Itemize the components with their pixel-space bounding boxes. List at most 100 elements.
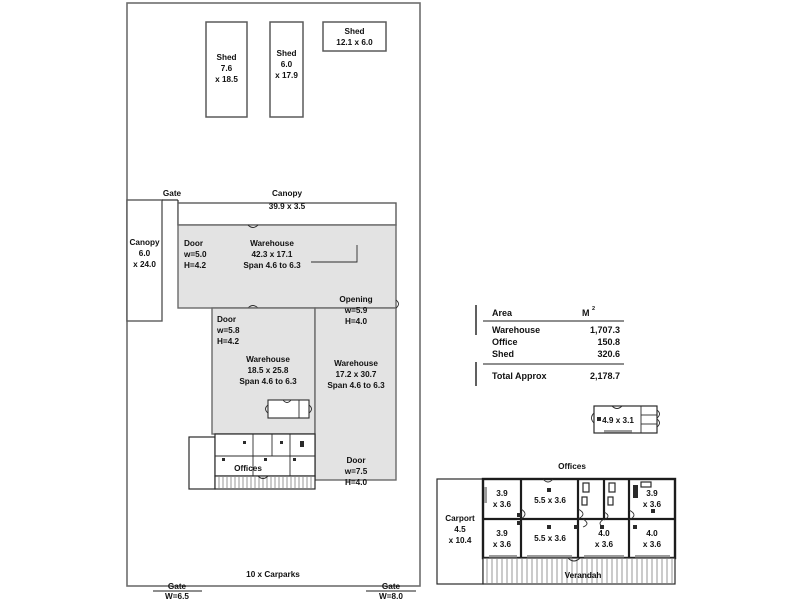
carport-name: Carport — [445, 514, 475, 523]
carport-line2: x 10.4 — [449, 536, 472, 545]
window-left — [484, 487, 487, 503]
door-2-width: w=5.8 — [216, 326, 240, 335]
office-room-b3-line1: 4.0 — [646, 529, 658, 538]
shed-1-name: Shed — [216, 53, 236, 62]
opening-marker — [395, 299, 399, 309]
canopy-left-line2: x 24.0 — [133, 260, 156, 269]
shed-1-outline — [205, 21, 248, 118]
gate-left-label: Gate — [168, 582, 187, 591]
door-1-name: Door — [184, 239, 204, 248]
door-marker-bottom-left — [247, 305, 259, 309]
door-marker-top — [247, 224, 259, 228]
warehouse-3-outline — [314, 307, 397, 481]
office-room-t1-line1: 5.5 x 3.6 — [534, 496, 566, 505]
area-table: Area M 2 Warehouse 1,707.3 Office 150.8 … — [475, 305, 624, 386]
detail-fixture-4 — [547, 525, 551, 529]
offices-fixture-4 — [222, 458, 225, 461]
office-room-b1-line1: 5.5 x 3.6 — [534, 534, 566, 543]
carport-outline — [436, 478, 484, 585]
offices-fixture-1 — [243, 441, 246, 444]
bathroom-basin-1 — [581, 496, 588, 506]
area-table-header-unit: M — [582, 308, 590, 318]
door-3-height: H=4.0 — [345, 478, 368, 487]
door-2-name: Door — [217, 315, 237, 324]
area-row-0-value: 1,707.3 — [590, 325, 620, 335]
bathroom-fixture-1 — [582, 482, 590, 493]
bathroom-basin-2 — [607, 496, 614, 506]
bathroom-fixture-2 — [608, 482, 616, 493]
window-bot-1 — [489, 555, 517, 558]
warehouse-2-name: Warehouse — [246, 355, 290, 364]
door-3-name: Door — [346, 456, 366, 465]
detail-fixture-1 — [547, 488, 551, 492]
warehouse-1-span: Span 4.6 to 6.3 — [243, 261, 301, 270]
small-room-fixture — [597, 417, 601, 421]
opening-name: Opening — [339, 295, 372, 304]
area-table-header-label: Area — [492, 308, 513, 318]
inner-room-door-left — [265, 404, 269, 414]
area-row-2-label: Shed — [492, 349, 514, 359]
office-detail-plan: Offices Carport 4.5 x 10.4 3.9 x 3.6 5.5… — [436, 462, 677, 585]
gate-right-label: Gate — [382, 582, 401, 591]
warehouse-2-inner-room — [267, 399, 310, 419]
warehouse-1-outline — [177, 224, 397, 309]
detail-fixture-6 — [574, 525, 578, 529]
warehouse-2-dims: 18.5 x 25.8 — [248, 366, 289, 375]
shed-3-name: Shed — [344, 27, 364, 36]
canopy-top-line1: 39.9 x 3.5 — [269, 202, 306, 211]
offices-fixture-5 — [264, 458, 267, 461]
gate-right-width: W=8.0 — [379, 592, 403, 600]
office-door-arc-2 — [577, 508, 584, 520]
shed-2-name: Shed — [276, 49, 296, 58]
canopy-left-line1: 6.0 — [139, 249, 151, 258]
shed-3-outline — [322, 21, 387, 52]
verandah-label: Verandah — [565, 571, 602, 580]
offices-verandah-hatch — [218, 477, 312, 488]
offices-verandah — [214, 475, 316, 490]
opening-height: H=4.0 — [345, 317, 368, 326]
warehouse-3-span: Span 4.6 to 6.3 — [327, 381, 385, 390]
office-door-arc-3 — [603, 511, 609, 521]
window-bot-3 — [584, 555, 624, 558]
verandah-hatch — [486, 559, 673, 583]
door-1-width: w=5.0 — [183, 250, 207, 259]
shed-3-line1: 12.1 x 6.0 — [336, 38, 373, 47]
office-room-t2-line2: x 3.6 — [643, 500, 662, 509]
area-table-header-unit-sup: 2 — [592, 306, 595, 312]
detail-fixture-3 — [517, 521, 521, 525]
carport-line1: 4.5 — [454, 525, 466, 534]
offices-fixture-2 — [280, 441, 283, 444]
area-row-0-label: Warehouse — [492, 325, 540, 335]
verandah-step-arc — [567, 557, 581, 562]
offices-label-main: Offices — [234, 464, 262, 473]
office-detail-title: Offices — [558, 462, 586, 471]
offices-fixture-6 — [293, 458, 296, 461]
office-room-t0-line1: 3.9 — [496, 489, 508, 498]
area-total-value: 2,178.7 — [590, 371, 620, 381]
small-room-outline — [593, 405, 658, 434]
offices-main-outline — [214, 433, 316, 477]
small-room-detail: 4.9 x 3.1 — [591, 405, 660, 434]
door-2-height: H=4.2 — [217, 337, 240, 346]
window-bot-2 — [527, 555, 572, 558]
door-1-height: H=4.2 — [184, 261, 207, 270]
area-row-2-value: 320.6 — [597, 349, 620, 359]
small-room-door-left — [591, 412, 595, 424]
inner-room-door-right — [308, 404, 312, 414]
shed-2-line2: x 17.9 — [275, 71, 298, 80]
shed-2-outline — [269, 21, 304, 118]
detail-fixture-7 — [633, 525, 637, 529]
side-gate-label: Gate — [163, 189, 182, 198]
warehouse-2-span: Span 4.6 to 6.3 — [239, 377, 297, 386]
office-room-b2-line2: x 3.6 — [595, 540, 614, 549]
inner-room-door-arc — [282, 399, 292, 403]
warehouse-1-partition — [311, 245, 358, 263]
warehouse-1-name: Warehouse — [250, 239, 294, 248]
small-room-door-right-1 — [656, 409, 660, 419]
small-room-dims: 4.9 x 3.1 — [602, 416, 634, 425]
shed-1-line2: x 18.5 — [215, 75, 238, 84]
office-door-arc-5 — [582, 518, 588, 528]
office-room-t2-line1: 3.9 — [646, 489, 658, 498]
window-bot-4 — [635, 555, 670, 558]
shed-1-line1: 7.6 — [221, 64, 233, 73]
